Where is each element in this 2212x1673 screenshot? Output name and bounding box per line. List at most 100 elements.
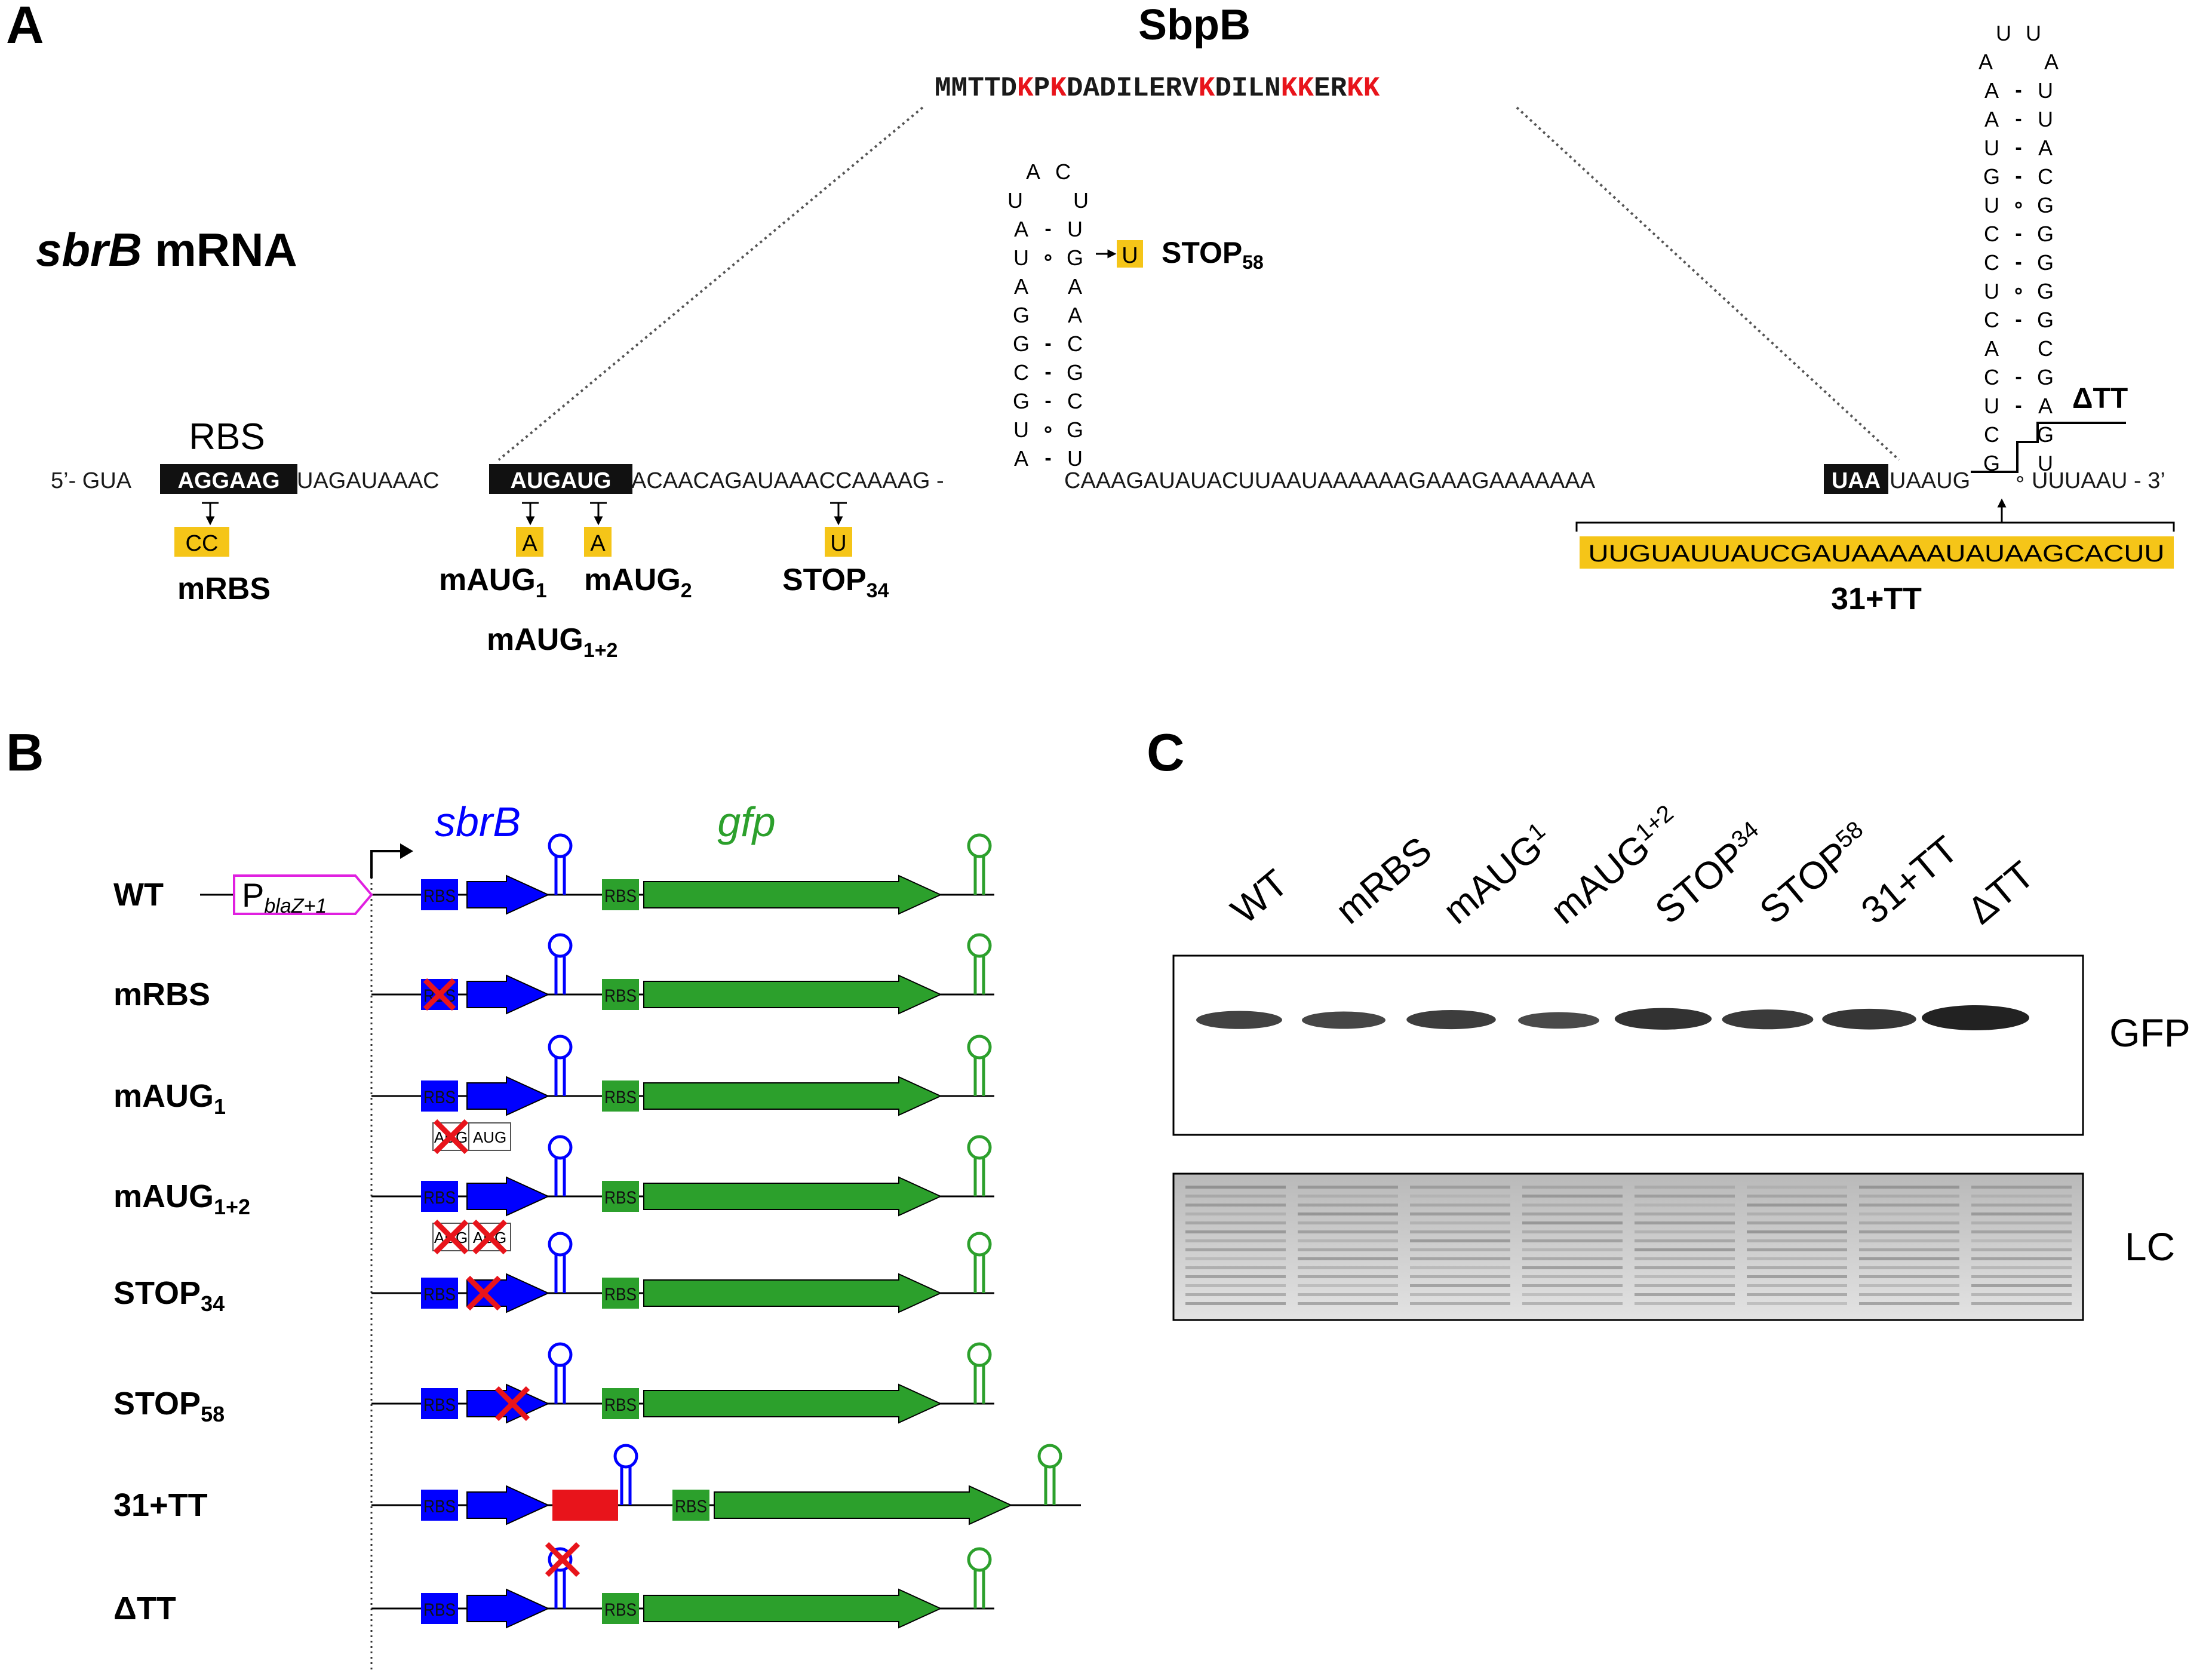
rbs-gfp-text: RBS — [604, 1188, 637, 1208]
hairpin1-base-left: U — [1013, 418, 1029, 442]
hairpin2-pair-mark: - — [2015, 136, 2021, 159]
panel-a-label: A — [6, 0, 44, 54]
gfp-terminator-icon — [967, 1232, 992, 1257]
lc-stripe — [1185, 1248, 1286, 1251]
hairpin2-base-right: G — [2037, 193, 2054, 217]
lc-stripe — [1747, 1195, 1847, 1198]
hairpin2-pair-mark: - — [2015, 165, 2021, 188]
lc-stripe — [1859, 1302, 1959, 1305]
hairpin2-pair-mark: ∘ — [2012, 280, 2024, 302]
lc-stripe — [1635, 1221, 1735, 1224]
lc-stripe — [1635, 1239, 1735, 1242]
rbs-gfp — [602, 1181, 639, 1212]
gfp-band — [1518, 1012, 1599, 1029]
sbrb-orf-arrow — [466, 1076, 550, 1116]
hairpin2-base-right: C — [2038, 336, 2053, 361]
hairpin1-base-right: C — [1067, 389, 1083, 413]
hairpin1-base-right: G — [1067, 418, 1083, 442]
stop34-label: STOP34 — [782, 563, 889, 602]
hairpin2-base-right: U — [2038, 78, 2053, 103]
sbrb-orf-arrow — [466, 1485, 550, 1525]
gfp-blot — [1172, 954, 2084, 1136]
hairpin2-base-left: G — [1983, 164, 2000, 189]
rbs-gfp — [602, 1593, 639, 1624]
lc-stripe — [1185, 1266, 1286, 1269]
rbs-sbrb — [421, 1278, 458, 1309]
maug12-label: mAUG1+2 — [487, 622, 617, 662]
gfp-band — [1822, 1008, 1916, 1030]
rbs-gfp-text: RBS — [604, 986, 637, 1006]
lc-stripe — [1522, 1212, 1623, 1215]
sbrb-terminator-icon — [548, 1232, 573, 1257]
seq-segment: CAAAGAUAUACUUAAUAAAAAAGAAAGAAAAAAA — [1064, 468, 1596, 493]
hairpin2-base-left: U — [1984, 394, 1999, 418]
dtt-bracket — [1971, 422, 2126, 473]
lc-stripe — [1298, 1248, 1398, 1251]
lc-stripe — [1410, 1293, 1510, 1296]
protein-seq-segment: DADILERV — [1067, 73, 1199, 104]
lc-stripe — [1747, 1186, 1847, 1189]
rbs-gfp-text: RBS — [604, 1600, 637, 1620]
gfp-terminator-icon — [967, 1135, 992, 1160]
lc-stripe — [1298, 1266, 1398, 1269]
seq-segment-boxed: AGGAAG — [178, 468, 280, 493]
lc-stripe — [1185, 1221, 1286, 1224]
lane-label: 31+TT — [1853, 828, 1966, 932]
panel-c-label: C — [1147, 723, 1185, 782]
lc-bands — [1185, 1186, 2072, 1305]
lc-stripe — [1859, 1284, 1959, 1287]
lane-label: ΔTT — [1959, 853, 2042, 932]
lc-stripe — [1859, 1266, 1959, 1269]
hairpin2-base-right: C — [2038, 164, 2053, 189]
lc-stripe — [1185, 1284, 1286, 1287]
lc-stripe — [1410, 1248, 1510, 1251]
hairpin2-base-left: U — [1984, 136, 1999, 160]
mutation-stop34: U — [825, 502, 852, 557]
rbs-sbrb-text: RBS — [423, 1088, 456, 1107]
lc-stripe — [1635, 1293, 1735, 1296]
seq-segment-boxed: AUGAUG — [511, 468, 612, 493]
maug2-label: mAUG2 — [584, 563, 692, 602]
seq-wobble-dot: ∘ — [2014, 468, 2026, 490]
hairpin2-base-left: A — [1984, 78, 1999, 103]
mutation-mrbs: CC mRBS — [174, 502, 271, 606]
hairpin1-pair-mark: ∘ — [1042, 246, 1054, 269]
rbs-gfp-text: RBS — [604, 1285, 637, 1304]
lc-stripe — [1859, 1195, 1959, 1198]
rbs-gfp-text: RBS — [604, 886, 637, 906]
hairpin2-base-right: G — [2037, 308, 2054, 332]
sbrb-orf-arrow — [466, 1588, 550, 1629]
hairpin2-base-left: A — [1984, 107, 1999, 131]
lc-stripe — [1298, 1293, 1398, 1296]
lc-stripe — [1522, 1221, 1623, 1224]
hairpin1-base-left: U — [1013, 245, 1029, 270]
insert-31tt-block — [552, 1490, 618, 1521]
rbs-gfp-text: RBS — [604, 1088, 637, 1107]
lc-stripe — [1635, 1266, 1735, 1269]
construct-label: ΔTT — [113, 1591, 176, 1626]
gfp-terminator-icon — [1037, 1444, 1062, 1469]
seq-highlight-box — [160, 464, 297, 494]
sbrb-orf-arrow — [466, 1383, 550, 1424]
lane-label: STOP58 — [1752, 816, 1879, 932]
mutation-x — [466, 1275, 502, 1311]
gfp-bands — [1196, 1005, 2029, 1030]
hairpin2-pair-mark: - — [2015, 108, 2021, 130]
gfp-terminator-icon — [967, 933, 992, 958]
lc-stripe — [1522, 1275, 1623, 1278]
hairpin1-pair-mark: - — [1044, 217, 1051, 240]
hairpin2-loop-base: A — [2044, 50, 2059, 74]
gene-label-sbrb: sbrB — [435, 799, 521, 845]
lc-stripe — [1747, 1266, 1847, 1269]
lc-stripe — [1185, 1204, 1286, 1207]
lc-stripe — [1410, 1284, 1510, 1287]
lc-stripe — [1410, 1204, 1510, 1207]
lc-stripe — [1298, 1204, 1398, 1207]
lc-stripe — [1185, 1230, 1286, 1233]
panel-b-label: B — [6, 723, 44, 782]
rbs-gfp — [672, 1490, 709, 1521]
lc-stripe — [1185, 1257, 1286, 1260]
svg-text:A: A — [590, 531, 606, 556]
sbrb-terminator-icon — [548, 933, 573, 958]
